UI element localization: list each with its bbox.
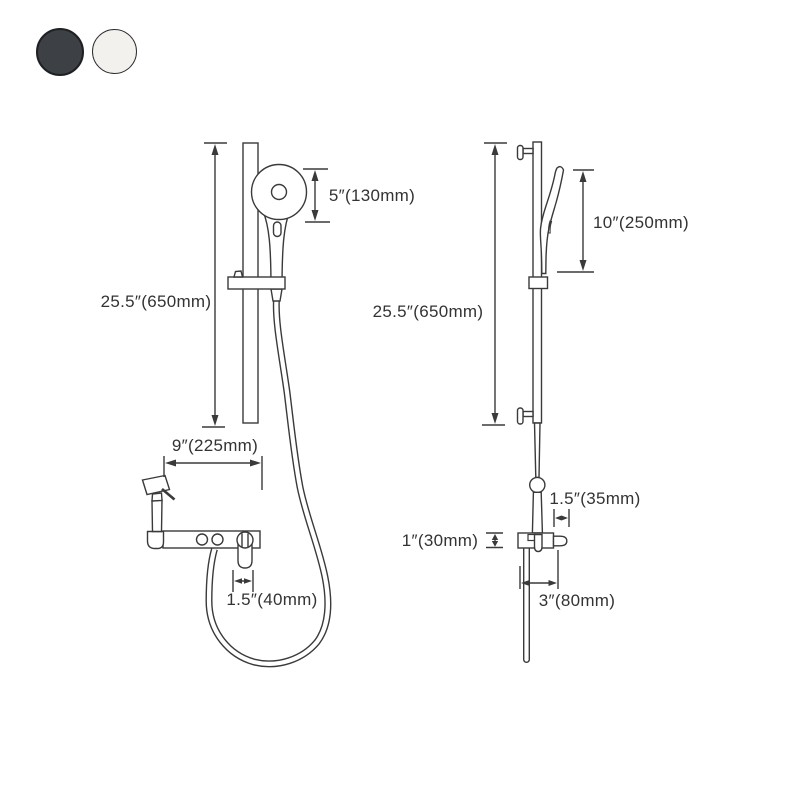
side-dim-label-handle-offset: 1.5″(35mm) (549, 489, 641, 508)
side-dim-bar-height (482, 142, 507, 426)
side-slider-bracket (528, 276, 549, 290)
color-swatch-white[interactable] (92, 29, 137, 74)
side-dim-label-head-length: 10″(250mm) (593, 213, 689, 232)
side-dim-body-depth (519, 550, 559, 589)
front-dim-head-height (303, 168, 330, 223)
side-knob (552, 535, 568, 547)
side-neck (531, 491, 544, 534)
side-shower-head (539, 165, 565, 275)
side-dim-label-bar-height: 25.5″(650mm) (372, 302, 484, 321)
side-ball-joint (529, 476, 546, 494)
front-view-drawing (141, 142, 332, 668)
front-slider-bracket (227, 276, 286, 290)
front-bracket-clip (233, 270, 244, 278)
front-faucet-button-2 (211, 533, 224, 546)
side-dim-head-length (557, 169, 594, 273)
side-dim-label-body-height: 1″(30mm) (401, 531, 479, 550)
side-wall-mount-top (516, 144, 534, 161)
side-dim-label-body-depth: 3″(80mm) (538, 591, 616, 610)
side-dim-handle-offset (553, 509, 570, 527)
front-faucet-handle (236, 531, 254, 569)
color-swatch-dark-gray[interactable] (36, 28, 84, 76)
front-dim-label-bar-height: 25.5″(650mm) (100, 292, 212, 311)
side-handle-pill (533, 533, 543, 553)
front-handle-slot (272, 221, 282, 238)
front-hand-shower-hose (205, 298, 332, 668)
front-shower-head-center (270, 183, 288, 201)
front-dim-label-head-height: 5″(130mm) (328, 186, 416, 205)
side-lower-tube (533, 422, 541, 479)
front-faucet-button-1 (195, 533, 209, 546)
side-wall-mount-bottom (516, 407, 534, 425)
front-dim-bar-height (202, 142, 227, 428)
front-dim-label-spout-width: 1.5″(40mm) (226, 590, 318, 609)
front-dim-label-bar-reach: 9″(225mm) (171, 436, 259, 455)
side-dim-body-height (486, 532, 503, 549)
front-dim-bar-reach (163, 456, 263, 490)
side-view-drawing (482, 141, 594, 663)
front-dim-spout-width (232, 570, 254, 592)
side-faucet-body (517, 532, 568, 553)
front-bidet-sprayer (141, 474, 176, 550)
front-handle-hose-joint (270, 288, 283, 302)
